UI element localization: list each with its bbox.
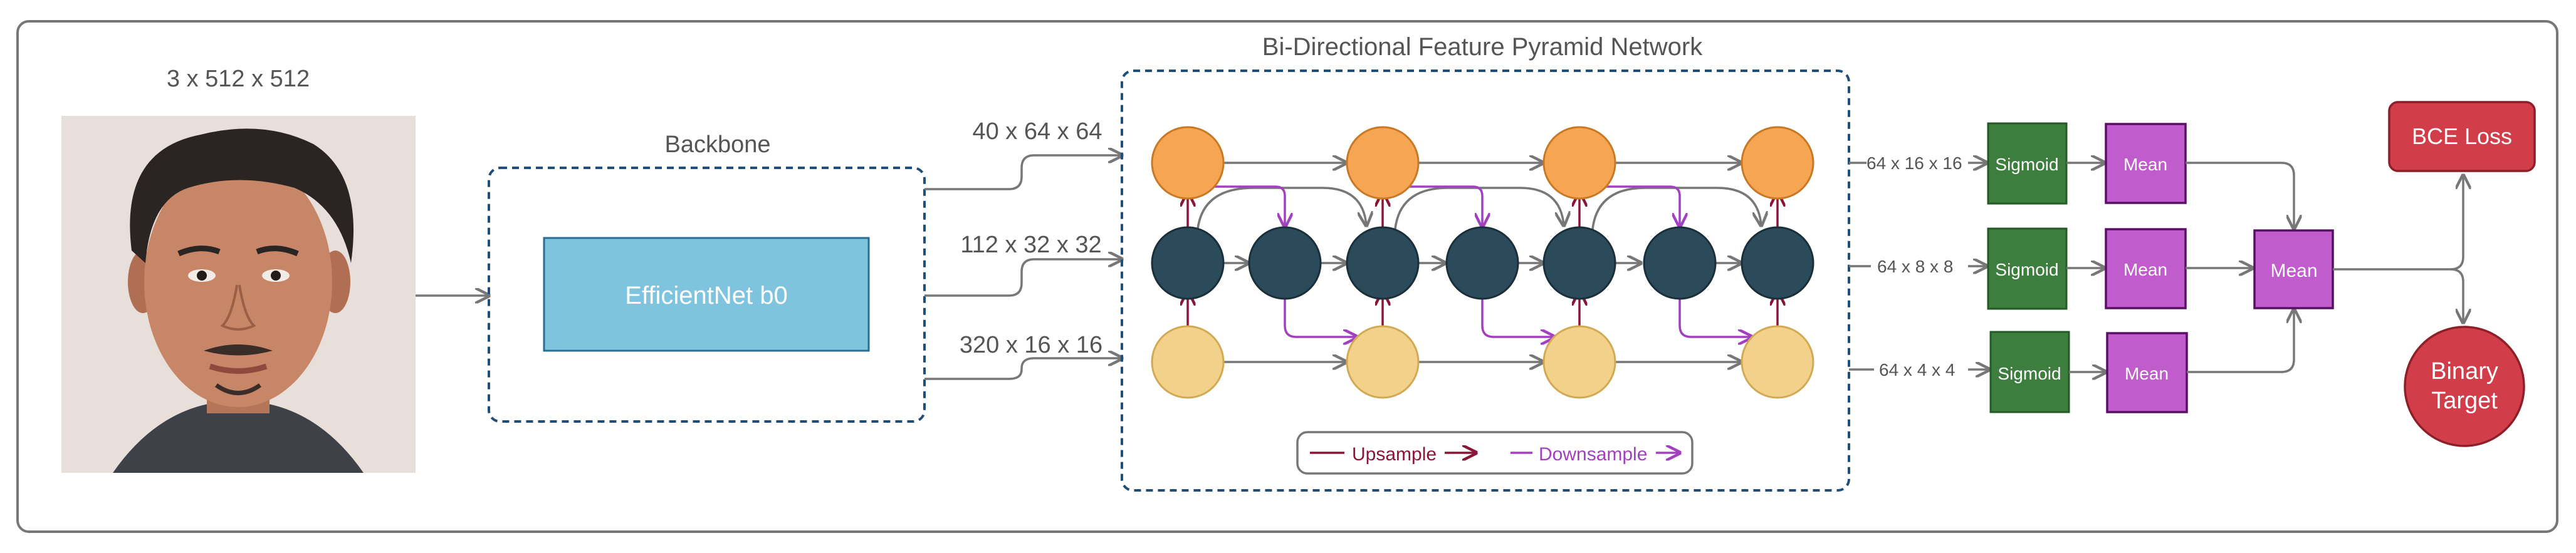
head-shape-2: 64 x 8 x 8	[1877, 257, 1953, 276]
sigmoid-label-3: Sigmoid	[1997, 364, 2061, 383]
bifpn-nodes-middle	[1151, 226, 1814, 300]
upsample-legend-label: Upsample	[1352, 444, 1437, 465]
bifpn-node	[1741, 226, 1814, 300]
input-shape-label: 3 x 512 x 512	[167, 66, 310, 92]
feature-label-p5: 320 x 16 x 16	[960, 332, 1102, 358]
binary-target-label-line2: Target	[2431, 388, 2498, 414]
feature-arrow-p4	[924, 259, 1122, 297]
bifpn-node	[1151, 126, 1225, 200]
bifpn-node	[1346, 226, 1420, 300]
bifpn-node	[1643, 226, 1717, 300]
input-face-image	[61, 116, 416, 473]
aggregate-mean-block	[2253, 229, 2334, 309]
feature-label-p3: 40 x 64 x 64	[972, 118, 1102, 145]
bifpn-node	[1248, 226, 1322, 300]
mean-block-3	[2106, 332, 2188, 413]
bifpn-nodes-top	[1151, 126, 1814, 200]
binary-target-label-line1: Binary	[2431, 358, 2498, 385]
bifpn-node	[1542, 226, 1616, 300]
binary-target-node	[2404, 326, 2525, 447]
arrow-to-binary-target	[2450, 268, 2463, 323]
bifpn-node	[1542, 325, 1616, 399]
bifpn-node	[1151, 226, 1225, 300]
bifpn-skip-curves	[1196, 187, 1761, 240]
sigmoid-label-2: Sigmoid	[1995, 260, 2058, 279]
bifpn-nodes-bottom	[1151, 325, 1814, 399]
downsample-legend-label: Downsample	[1539, 444, 1647, 465]
sigmoid-label-1: Sigmoid	[1995, 155, 2058, 174]
bifpn-node	[1151, 325, 1225, 399]
arrow-mean1-to-aggregate	[2186, 162, 2294, 229]
aggregate-mean-label: Mean	[2270, 261, 2317, 281]
mean-label-2: Mean	[2123, 260, 2167, 279]
mean-label-1: Mean	[2123, 155, 2167, 174]
efficientnet-block	[543, 237, 870, 352]
bce-loss-label: BCE Loss	[2412, 123, 2512, 149]
mean-block-1	[2105, 123, 2187, 204]
feature-arrow-p5	[924, 358, 1122, 380]
sigmoid-block-1	[1987, 122, 2068, 205]
bifpn-node	[1346, 325, 1420, 399]
bifpn-container	[1121, 70, 1850, 492]
bifpn-node	[1741, 126, 1814, 200]
mean-block-2	[2105, 228, 2187, 309]
efficientnet-label: EfficientNet b0	[625, 282, 787, 309]
head-shape-3: 64 x 4 x 4	[1879, 360, 1955, 380]
head-shape-1: 64 x 16 x 16	[1867, 153, 1962, 173]
bifpn-node	[1542, 126, 1616, 200]
outer-frame	[16, 20, 2558, 533]
feature-arrow-p3	[924, 155, 1122, 190]
bifpn-downsample-arrows	[1207, 185, 1752, 337]
bifpn-title: Bi-Directional Feature Pyramid Network	[1262, 33, 1703, 61]
backbone-title: Backbone	[664, 132, 770, 158]
bifpn-node	[1741, 325, 1814, 399]
arrow-to-bce-loss	[2450, 175, 2463, 271]
bce-loss-block	[2388, 101, 2536, 172]
mean-label-3: Mean	[2125, 364, 2169, 383]
feature-label-p4: 112 x 32 x 32	[960, 232, 1101, 258]
arrow-mean3-to-aggregate	[2187, 309, 2294, 373]
bifpn-node	[1346, 126, 1420, 200]
sigmoid-block-3	[1989, 331, 2070, 413]
backbone-container	[488, 167, 926, 423]
bifpn-node	[1445, 226, 1519, 300]
bifpn-legend	[1296, 431, 1694, 475]
